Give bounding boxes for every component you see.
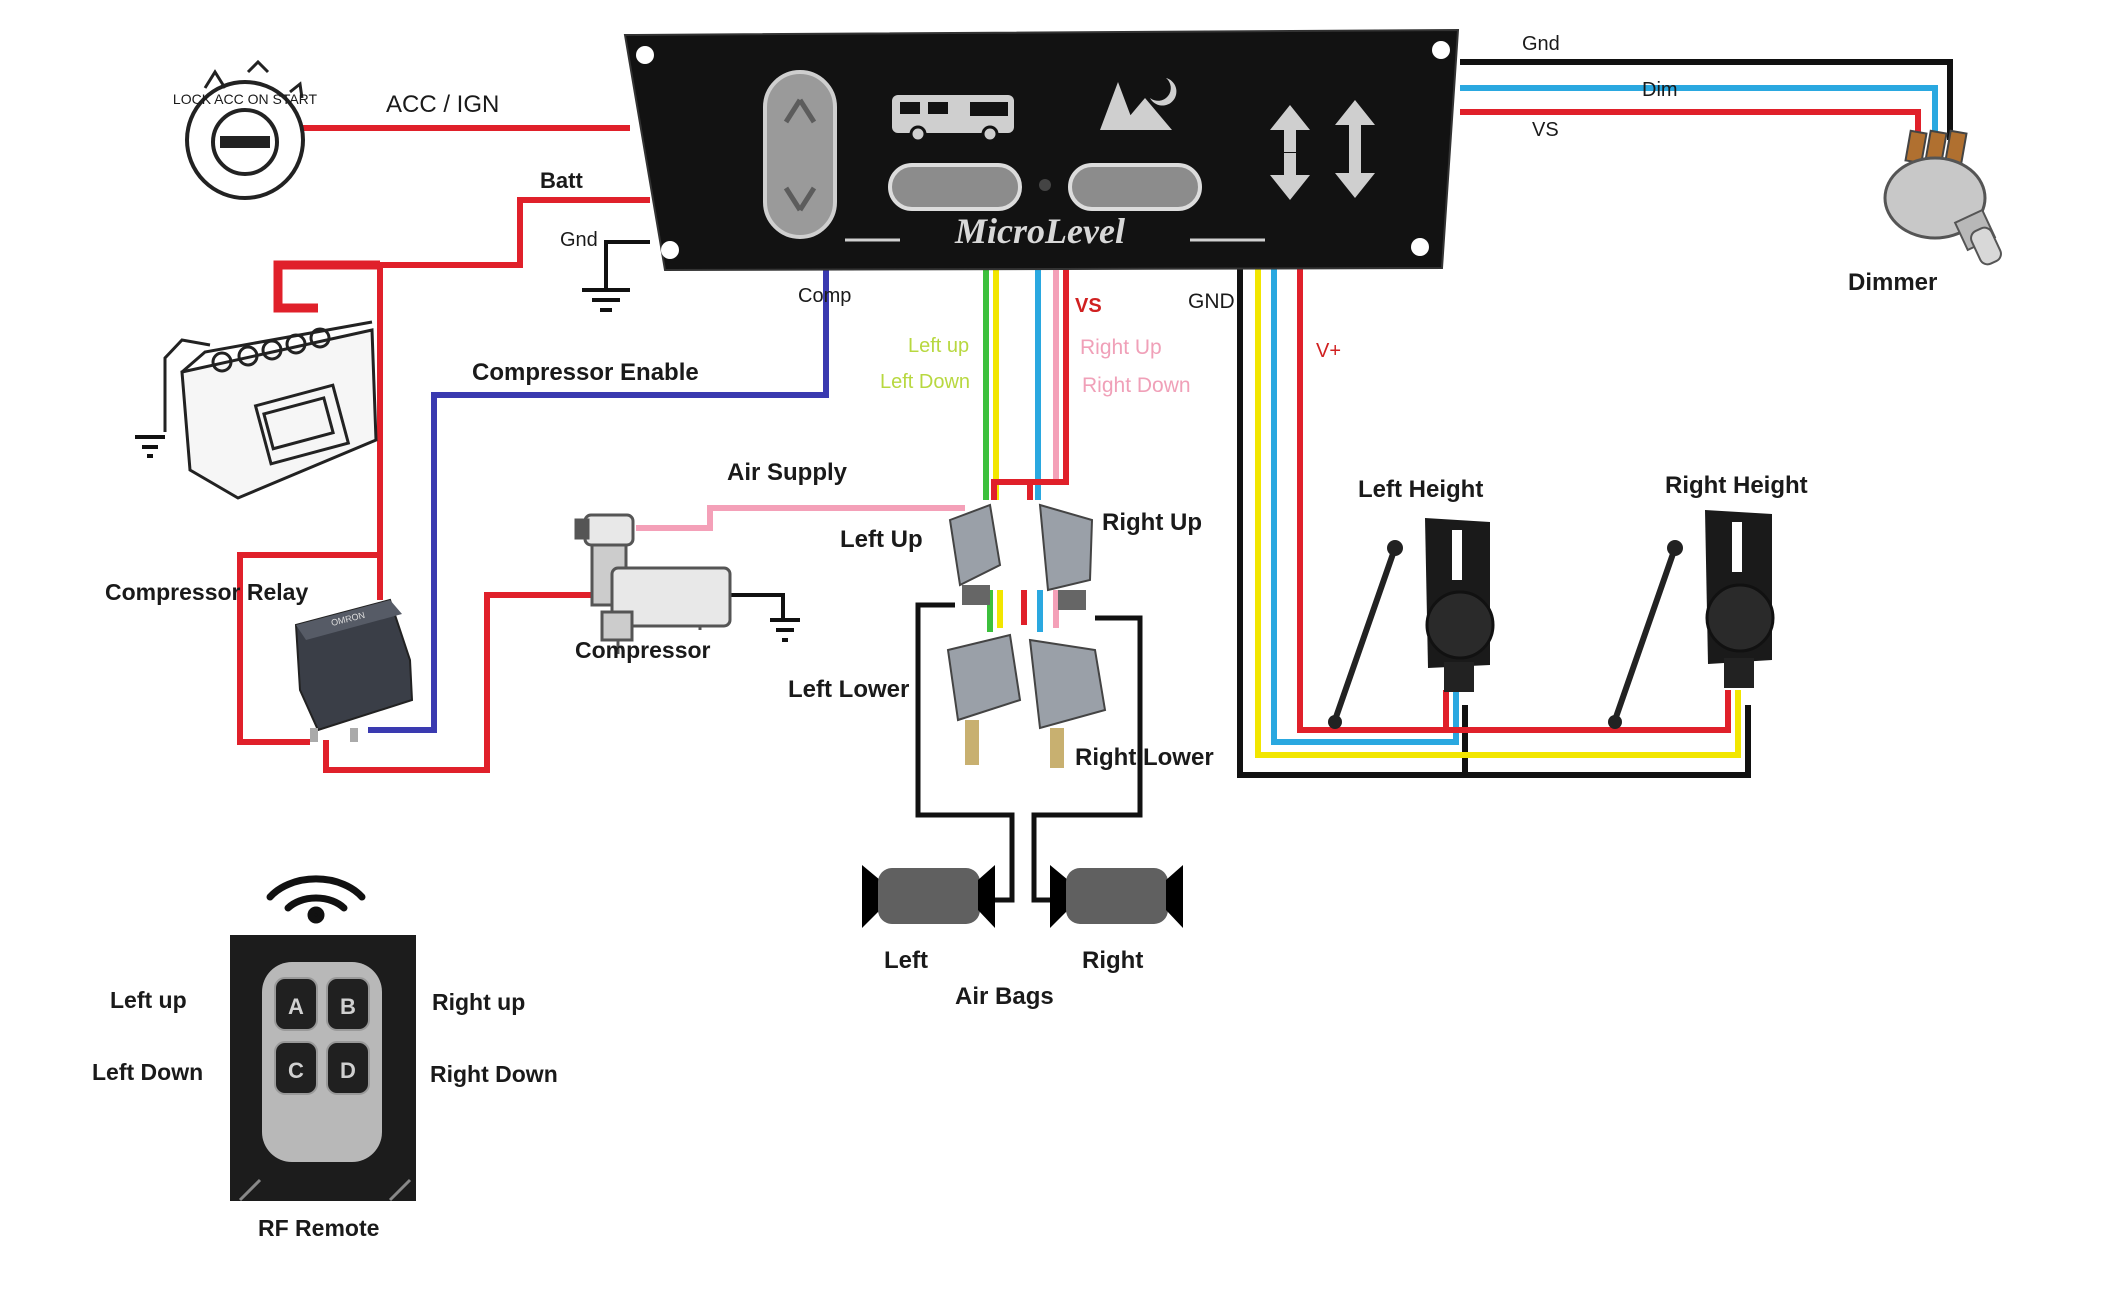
dimmer-dim-label: Dim [1642,79,1678,101]
gnd-label: Gnd [560,229,598,251]
valve-left-up-label: Left Up [840,526,923,553]
airbags-label: Air Bags [955,983,1054,1010]
valve-left-up [948,503,1002,605]
comp-label: Comp [798,285,851,307]
rf-remote-label: RF Remote [258,1215,379,1241]
panel-led [1039,179,1051,191]
ignition-key-slot [220,136,270,148]
wire-dimmer-dim [1460,85,1938,140]
right-height-label: Right Height [1665,472,1808,499]
valve-right-up-label: Right Up [1102,509,1202,536]
remote-left-down-label: Left Down [92,1059,203,1085]
camping-icon [1100,78,1177,130]
compressor-relay-label: Compressor Relay [105,579,308,605]
wire-compressor-gnd [730,593,785,620]
remote-right-down-label: Right Down [430,1061,558,1087]
airline-left [915,602,1015,903]
rf-remote: A B C D [230,935,416,1202]
wire-relay-compressor [323,592,595,773]
rv-button[interactable] [888,163,1022,211]
signal-right-down-label: Right Down [1082,374,1191,397]
signal-vplus-label: V+ [1316,340,1341,362]
remote-key-b[interactable] [326,977,370,1031]
wire-dimmer-gnd [1460,59,1953,140]
relay-icon: OMRON [294,598,414,742]
camp-button[interactable] [1068,163,1202,211]
wire-sensor-vplus [1297,268,1731,733]
compressor-icon [574,513,732,654]
valve-right-lower-label: Right Lower [1075,744,1214,771]
panel-screw [636,46,654,64]
signal-left-up-label: Left up [908,335,969,357]
rocker-arrows-icon [783,98,817,212]
batt-label: Batt [540,168,583,193]
valve-right-up [1038,503,1094,610]
left-height-sensor [1328,518,1495,729]
compressor-ground-icon [770,618,800,642]
panel-screw [661,241,679,259]
rv-icon [892,95,1014,143]
ignition-switch: LOCK ACC ON START [173,59,318,200]
valve-left-lower [946,633,1022,765]
remote-key-d-label: D [340,1058,356,1083]
wifi-signal-icon [266,875,366,924]
wire-compressor-enable [368,270,829,733]
remote-key-d[interactable] [326,1041,370,1095]
airbag-right-icon [1050,865,1183,928]
remote-key-a-label: A [288,994,304,1019]
up-down-arrows-icon [1270,100,1375,200]
airline-right [1031,615,1143,903]
ignition-ring-text: LOCK ACC ON START [173,91,318,107]
remote-left-up-label: Left up [110,987,187,1013]
air-supply-label: Air Supply [727,459,848,486]
remote-right-up-label: Right up [432,989,525,1015]
remote-key-b-label: B [340,994,356,1019]
compressor-label: Compressor [575,637,711,663]
left-height-label: Left Height [1358,476,1483,503]
signal-vs-label: VS [1075,295,1102,317]
dimmer-gnd-label: Gnd [1522,33,1560,55]
panel-screw [1432,41,1450,59]
valve-left-lower-label: Left Lower [788,676,909,703]
wire-sensor-yellow [1255,268,1741,758]
wire-sensor-gnd [1237,268,1751,778]
remote-key-c[interactable] [274,1041,318,1095]
wires [237,59,1953,903]
wire-batt [237,197,650,745]
remote-key-a[interactable] [274,977,318,1031]
panel-screw [1411,238,1429,256]
control-panel: MicroLevel [623,28,1460,272]
wire-batt-terminal [273,260,380,313]
wire-sensor-cyan [1271,268,1459,745]
ground-symbol-icon [582,288,630,312]
acc-ign-label: ACC / IGN [386,91,499,118]
airbag-left-icon [862,865,995,928]
compressor-enable-label: Compressor Enable [472,359,699,386]
signal-left-down-label: Left Down [880,371,970,393]
right-height-sensor [1608,510,1775,729]
rocker-switch[interactable] [763,70,837,239]
valve-right-lower [1028,638,1107,768]
wire-air-supply [636,505,965,531]
battery-icon [163,320,378,500]
airbag-right-label: Right [1082,947,1143,974]
airbag-left-label: Left [884,947,928,974]
ignition-arrow-icon [203,59,304,99]
signal-gnd-label: GND [1188,290,1235,313]
dimmer-potentiometer-icon [1883,129,2002,266]
wire-panel-gnd [604,240,650,290]
signal-right-up-label: Right Up [1080,336,1162,359]
wire-dimmer-vs [1460,109,1921,140]
panel-brand: MicroLevel [954,211,1125,251]
dimmer-vs-label: VS [1532,119,1559,141]
dimmer-label: Dimmer [1848,269,1937,296]
remote-key-c-label: C [288,1058,304,1083]
battery-ground-icon [135,435,165,458]
